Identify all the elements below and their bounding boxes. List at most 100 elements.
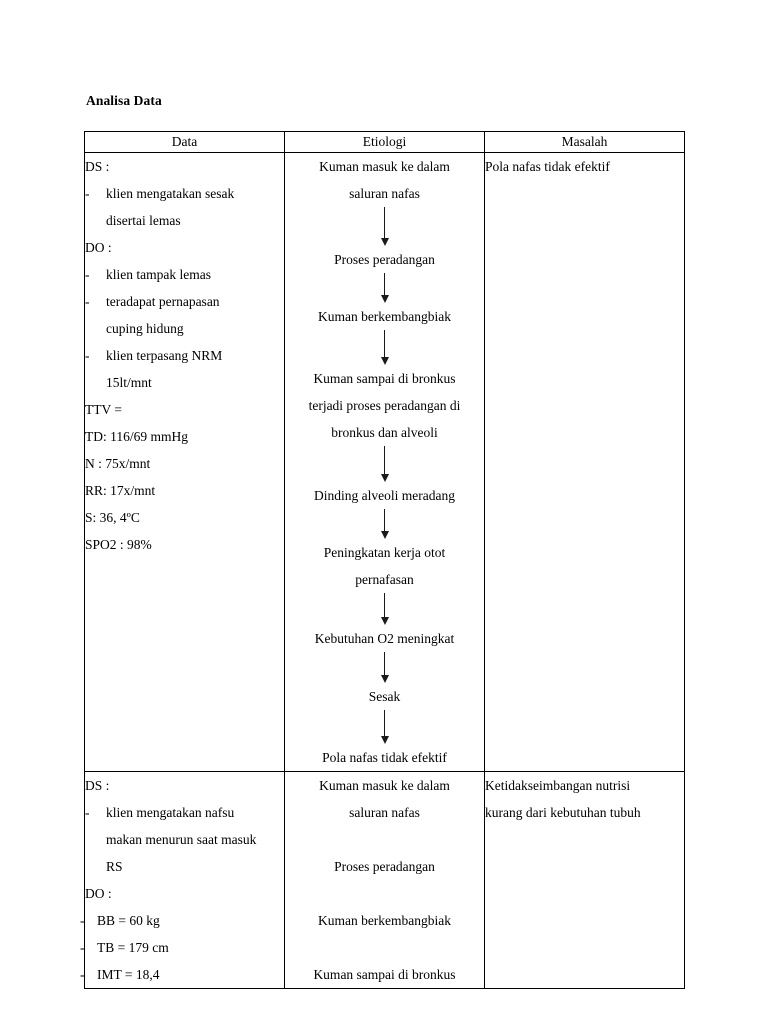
page-title: Analisa Data <box>86 93 162 108</box>
cell-masalah-row2: Ketidakseimbangan nutrisi kurang dari ke… <box>484 771 685 989</box>
list-item: - klien mengatakan sesak disertai lemas <box>85 180 284 234</box>
flowchart-step-line: terjadi proses peradangan di <box>308 398 461 413</box>
flowchart-step: Kuman sampai di bronkus terjadi proses p… <box>285 365 484 446</box>
etiologi-flowchart: Kuman masuk ke dalam saluran nafas Prose… <box>285 772 484 988</box>
etiologi-flowchart: Kuman masuk ke dalam saluran nafas Prose… <box>285 153 484 771</box>
flowchart-step-line: Kuman sampai di bronkus <box>313 371 456 386</box>
masalah-text: Ketidakseimbangan nutrisi <box>485 778 631 793</box>
table-body: DS : - klien mengatakan sesak disertai l… <box>80 152 685 989</box>
flowchart-step-line: Kuman masuk ke dalam <box>319 778 450 793</box>
table-header: Data Etiologi Masalah <box>84 131 685 153</box>
flowchart-step-line: Proses peradangan <box>334 859 435 874</box>
list-item-line: klien mengatakan sesak <box>106 186 235 201</box>
list-item-line: cuping hidung <box>106 321 184 336</box>
flowchart-step: Dinding alveoli meradang <box>285 482 484 509</box>
vital-sign-respiratory-rate: RR: 17x/mnt <box>85 483 156 498</box>
flowchart-step-line: saluran nafas <box>349 186 420 201</box>
flowchart-step: Sesak <box>285 683 484 710</box>
list-item-text: klien mengatakan nafsu makan menurun saa… <box>106 799 284 880</box>
flowchart-step-line: saluran nafas <box>349 805 420 820</box>
list-item: - teradapat pernapasan cuping hidung <box>85 288 284 342</box>
bullet-marker: - <box>80 913 85 928</box>
flowchart-step-line: Kuman berkembangbiak <box>317 913 452 928</box>
bullet-marker: - <box>85 186 90 201</box>
flowchart-step: Proses peradangan <box>285 246 484 273</box>
down-arrow-icon <box>285 446 484 482</box>
list-item: - BB = 60 kg <box>80 907 284 934</box>
masalah-text: kurang dari kebutuhan tubuh <box>485 805 641 820</box>
table-header-row: Data Etiologi Masalah <box>84 131 685 153</box>
flowchart-step-line: bronkus dan alveoli <box>331 425 438 440</box>
flowchart-step: Kuman berkembangbiak <box>285 303 484 330</box>
flowchart-step: Kuman masuk ke dalam saluran nafas <box>285 772 484 826</box>
cell-etiologi-row1: Kuman masuk ke dalam saluran nafas Prose… <box>284 152 485 772</box>
vital-sign-pulse: N : 75x/mnt <box>85 456 151 471</box>
table-row: DS : - klien mengatakan nafsu makan menu… <box>80 771 685 989</box>
list-item-text: klien terpasang NRM 15lt/mnt <box>106 342 284 396</box>
list-item-line: IMT = 18,4 <box>97 967 160 982</box>
bullet-marker: - <box>85 805 90 820</box>
down-arrow-icon <box>285 593 484 625</box>
down-arrow-icon <box>285 330 484 365</box>
column-header-data: Data <box>84 131 285 153</box>
flowchart-step-line: Pola nafas tidak efektif <box>322 750 447 765</box>
flowchart-step: Kuman berkembangbiak <box>285 907 484 934</box>
vitals-label: TTV = <box>85 402 122 417</box>
list-item-line: RS <box>106 859 123 874</box>
flowchart-step: Kebutuhan O2 meningkat <box>285 625 484 652</box>
list-item-line: klien terpasang NRM <box>106 348 223 363</box>
flowchart-step: Pola nafas tidak efektif <box>285 744 484 771</box>
down-arrow-icon <box>285 710 484 744</box>
flowchart-step-line: Sesak <box>368 689 401 704</box>
column-header-masalah: Masalah <box>484 131 685 153</box>
flowchart-step-line: Kuman berkembangbiak <box>317 309 452 324</box>
bullet-marker: - <box>80 940 85 955</box>
bullet-marker: - <box>85 348 90 363</box>
list-item-text: BB = 60 kg <box>97 907 284 934</box>
down-arrow-icon <box>285 207 484 246</box>
down-arrow-icon <box>285 652 484 683</box>
list-item: - TB = 179 cm <box>80 934 284 961</box>
vital-sign-oxygen-saturation: SPO2 : 98% <box>85 537 152 552</box>
table-row: DS : - klien mengatakan sesak disertai l… <box>84 152 685 772</box>
objective-label: DO : <box>85 886 112 901</box>
list-item: - klien tampak lemas <box>85 261 284 288</box>
objective-label: DO : <box>85 240 112 255</box>
list-item-text: TB = 179 cm <box>97 934 284 961</box>
list-item-line: makan menurun saat masuk <box>106 832 257 847</box>
list-item-text: klien mengatakan sesak disertai lemas <box>106 180 284 234</box>
flowchart-step-line: Kuman sampai di bronkus <box>313 967 456 982</box>
bullet-marker: - <box>85 294 90 309</box>
flowchart-step-line: Proses peradangan <box>334 252 435 267</box>
cell-etiologi-row2: Kuman masuk ke dalam saluran nafas Prose… <box>284 771 485 989</box>
flowchart-step-line: Kebutuhan O2 meningkat <box>314 631 455 646</box>
column-header-etiologi: Etiologi <box>284 131 485 153</box>
flowchart-step: Kuman masuk ke dalam saluran nafas <box>285 153 484 207</box>
down-arrow-icon <box>285 273 484 303</box>
list-item: - klien mengatakan nafsu makan menurun s… <box>85 799 284 880</box>
list-item-text: klien tampak lemas <box>106 261 284 288</box>
cell-data-row2: DS : - klien mengatakan nafsu makan menu… <box>80 771 285 989</box>
list-item: - IMT = 18,4 <box>80 961 284 988</box>
flowchart-step-line: Kuman masuk ke dalam <box>319 159 450 174</box>
list-item-line: BB = 60 kg <box>97 913 160 928</box>
vital-sign-blood-pressure: TD: 116/69 mmHg <box>85 429 188 444</box>
flowchart-step-line: pernafasan <box>355 572 414 587</box>
subjective-label: DS : <box>85 778 110 793</box>
cell-masalah-row1: Pola nafas tidak efektif <box>484 152 685 772</box>
list-item-line: klien tampak lemas <box>106 267 211 282</box>
list-item-line: disertai lemas <box>106 213 181 228</box>
list-item: - klien terpasang NRM 15lt/mnt <box>85 342 284 396</box>
flowchart-step: Kuman sampai di bronkus <box>285 961 484 988</box>
masalah-text: Pola nafas tidak efektif <box>485 159 610 174</box>
list-item-text: teradapat pernapasan cuping hidung <box>106 288 284 342</box>
bullet-marker: - <box>85 267 90 282</box>
list-item-line: klien mengatakan nafsu <box>106 805 235 820</box>
vital-sign-temperature: S: 36, 4ºC <box>85 510 140 525</box>
subjective-label: DS : <box>85 159 110 174</box>
flowchart-step: Peningkatan kerja otot pernafasan <box>285 539 484 593</box>
list-item-line: TB = 179 cm <box>97 940 169 955</box>
list-item-line: teradapat pernapasan <box>106 294 220 309</box>
list-item-line: 15lt/mnt <box>106 375 152 390</box>
